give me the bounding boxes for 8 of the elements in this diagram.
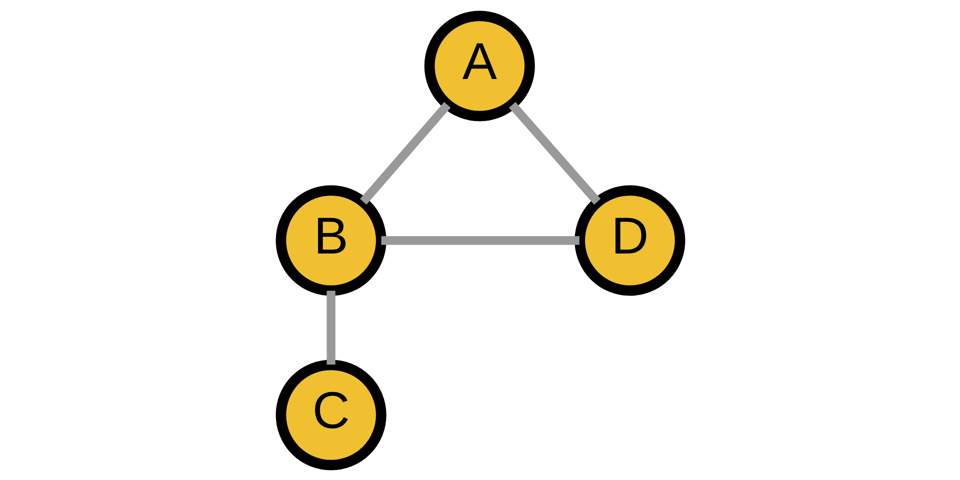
node-circle: A [424,10,534,121]
connector [359,102,450,204]
connector [380,236,579,244]
node-circle: B [275,184,386,296]
connector [326,290,335,364]
connector [508,102,600,204]
node-circle: C [275,359,386,470]
node-circle: D [574,184,685,296]
